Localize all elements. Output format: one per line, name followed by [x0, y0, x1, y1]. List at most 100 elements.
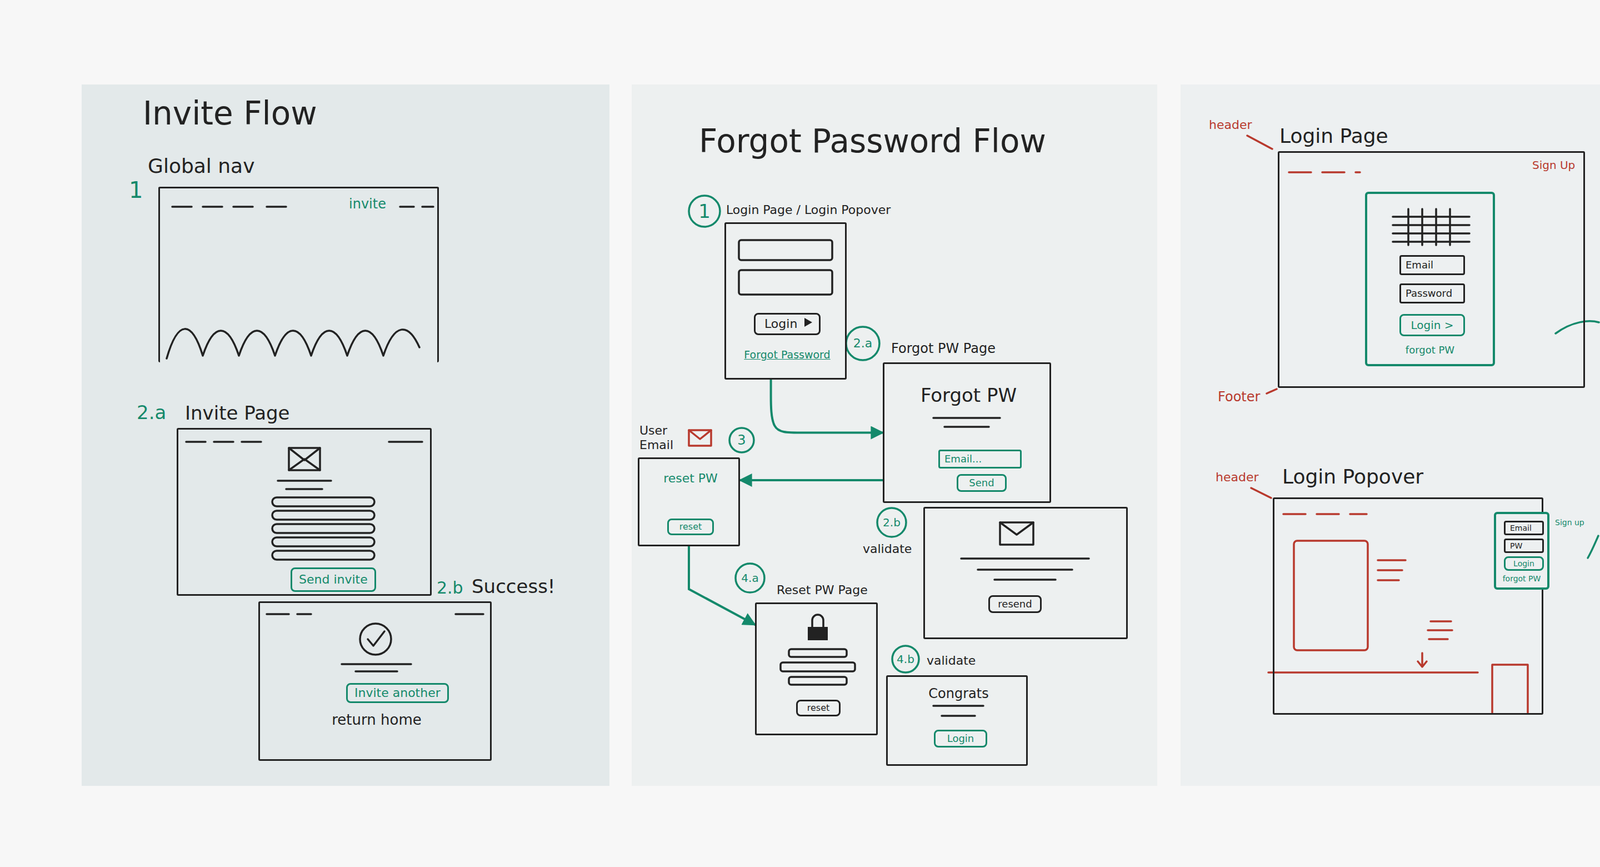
- whiteboard-panel: Invite FlowGlobal navinviteInvite PageSe…: [81, 84, 610, 786]
- flow-arrow: [740, 478, 883, 482]
- annotation-label: Footer: [1217, 388, 1260, 405]
- button-label: Email: [1405, 258, 1434, 272]
- input-bar: [272, 497, 375, 507]
- button-label: Invite another: [354, 685, 441, 700]
- lock-icon: [807, 626, 828, 640]
- leader-line: [1247, 135, 1273, 149]
- screen-text: Forgot Password: [726, 348, 849, 362]
- screen-heading: Invite Page: [185, 401, 290, 425]
- wireframe-screen: Success!return homeInvite another: [258, 601, 492, 761]
- callout-number: 2.b: [882, 515, 901, 529]
- callout-number: 1: [698, 200, 711, 223]
- text-lines: [277, 480, 332, 489]
- partial-arrow: [1587, 535, 1599, 558]
- login-card: forgot PW EmailPasswordLogin >: [1365, 191, 1495, 367]
- screen-text: reset PW: [639, 471, 742, 486]
- play-triangle: [804, 317, 813, 327]
- envelope-icon: [1000, 522, 1034, 535]
- button-label: Send invite: [298, 572, 368, 587]
- button-label: Send: [968, 476, 994, 489]
- callout-number: 2.a: [136, 401, 167, 424]
- email-icon: [688, 430, 712, 439]
- input-field: Password: [1399, 283, 1465, 304]
- input-field: Email...: [938, 449, 1022, 469]
- wireframe-screen: validateCongratsLogin: [886, 675, 1028, 766]
- callout-circle: [688, 195, 720, 227]
- input-bar: [272, 523, 375, 533]
- screen-text: invite: [348, 196, 387, 213]
- button-label: Login >: [1410, 318, 1454, 332]
- callout-number: 1: [128, 176, 143, 204]
- logo-grid: [1392, 208, 1470, 245]
- input-bar: [738, 270, 833, 295]
- input-field: PW: [1503, 538, 1544, 553]
- input-bar: [788, 648, 847, 657]
- screen-text: return home: [260, 711, 494, 729]
- annotation-label: header: [1215, 470, 1259, 485]
- screen-heading: User Email: [639, 423, 684, 453]
- screen-text: Sign up: [1555, 517, 1585, 528]
- wireframe-screen: Login PageSign Upforgot PWEmailPasswordL…: [1277, 151, 1585, 388]
- screen-text: Forgot PW: [884, 383, 1053, 407]
- button-label: PW: [1510, 541, 1523, 551]
- email-icon: [688, 430, 712, 446]
- wireframe-screen: Reset PW Pagereset: [755, 602, 878, 735]
- button-box: Send: [956, 473, 1007, 492]
- callout-circle: [729, 427, 754, 453]
- input-bar: [272, 537, 375, 547]
- text-lines: [961, 558, 1089, 580]
- image-placeholder: [1293, 540, 1368, 650]
- screen-heading: Login Page: [1279, 123, 1389, 148]
- screen-heading: forgot PW: [1367, 343, 1493, 357]
- button-box: Login: [753, 312, 821, 335]
- input-bar: [272, 550, 375, 560]
- wireframe-screen: Invite PageSend invite: [176, 427, 432, 596]
- whiteboard: [81, 84, 610, 786]
- callout-circle: [735, 563, 765, 593]
- button-label: Password: [1405, 287, 1453, 300]
- lock-icon: [812, 614, 824, 627]
- text-lines: [933, 705, 984, 716]
- wireframe-screen: Global navinvite: [158, 186, 439, 363]
- envelope-icon: [288, 447, 320, 470]
- screen-heading: validate: [926, 653, 976, 668]
- check-icon: [367, 631, 385, 646]
- screen-heading: Login Page / Login Popover: [726, 202, 891, 218]
- callout-number: 3: [737, 432, 746, 449]
- text-lines: [933, 417, 1000, 427]
- callout-circle: [877, 507, 907, 537]
- input-field: Email: [1503, 520, 1544, 535]
- header-dashes: [1288, 171, 1360, 174]
- fold-line: [1268, 671, 1478, 674]
- button-label: reset: [679, 521, 703, 532]
- button-box: resend: [988, 595, 1042, 613]
- login-card: forgot PWEmailPWLogin: [1493, 511, 1550, 590]
- whiteboard: [1180, 84, 1600, 786]
- callout-number: 4.a: [741, 571, 759, 585]
- button-label: Login: [947, 732, 975, 745]
- input-bar: [738, 240, 833, 260]
- screen-heading: Success!: [471, 575, 556, 598]
- wireframe-screen: Login Page / Login PopoverForgot Passwor…: [724, 222, 847, 380]
- header-dashes: [266, 612, 484, 615]
- envelope-icon: [1000, 522, 1034, 545]
- screen-heading: forgot PW: [1496, 573, 1548, 584]
- callout-circle: [846, 326, 880, 360]
- screen-heading: validate: [862, 541, 912, 557]
- button-label: Login: [764, 316, 798, 332]
- screen-text: Sign Up: [1532, 158, 1575, 172]
- wireframe-screen: Login PopoverSign upforgot PWEmailPWLogi…: [1272, 497, 1544, 715]
- button-box: Login >: [1399, 313, 1465, 337]
- button-box: Send invite: [290, 567, 377, 592]
- scroll-arrow: [1417, 652, 1427, 667]
- callout-circle: [892, 645, 919, 673]
- flow-arrow: [771, 379, 883, 433]
- partial-arrow: [1555, 321, 1599, 334]
- text-lines: [1377, 560, 1453, 639]
- screen-text: Congrats: [887, 685, 1030, 702]
- screen-heading: Login Popover: [1282, 464, 1424, 489]
- button-box: reset: [667, 518, 714, 535]
- screen-heading: Forgot PW Page: [891, 340, 996, 357]
- content-wave: [166, 328, 420, 359]
- wireframe-screen: validateresend: [923, 506, 1128, 639]
